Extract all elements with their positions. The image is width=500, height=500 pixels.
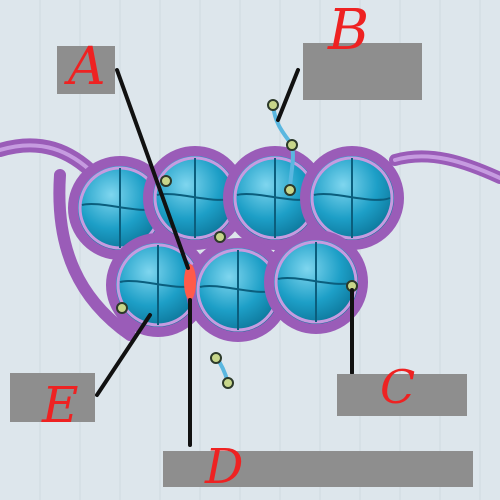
nucleosome-front-3 bbox=[264, 230, 368, 334]
letter-a: A bbox=[68, 37, 106, 97]
letter-b: B bbox=[328, 0, 370, 63]
dna-strand bbox=[0, 138, 500, 341]
nucleosome-back-1 bbox=[68, 156, 172, 260]
letter-c: C bbox=[380, 360, 416, 414]
leader-lines bbox=[95, 68, 354, 447]
label-box-e bbox=[10, 373, 95, 422]
nucleosome-back-3 bbox=[223, 146, 327, 250]
letter-d: D bbox=[205, 439, 244, 495]
label-box-a bbox=[57, 46, 115, 94]
leader-line-a bbox=[115, 68, 190, 270]
label-box-b bbox=[303, 43, 422, 100]
letter-e: E bbox=[42, 376, 79, 434]
leader-line-e bbox=[95, 313, 152, 397]
label-box-d bbox=[163, 451, 473, 487]
tag-markers bbox=[116, 99, 358, 389]
leader-line-b bbox=[276, 68, 300, 122]
linker-histone-highlight bbox=[184, 264, 196, 300]
label-box-c bbox=[337, 374, 467, 416]
